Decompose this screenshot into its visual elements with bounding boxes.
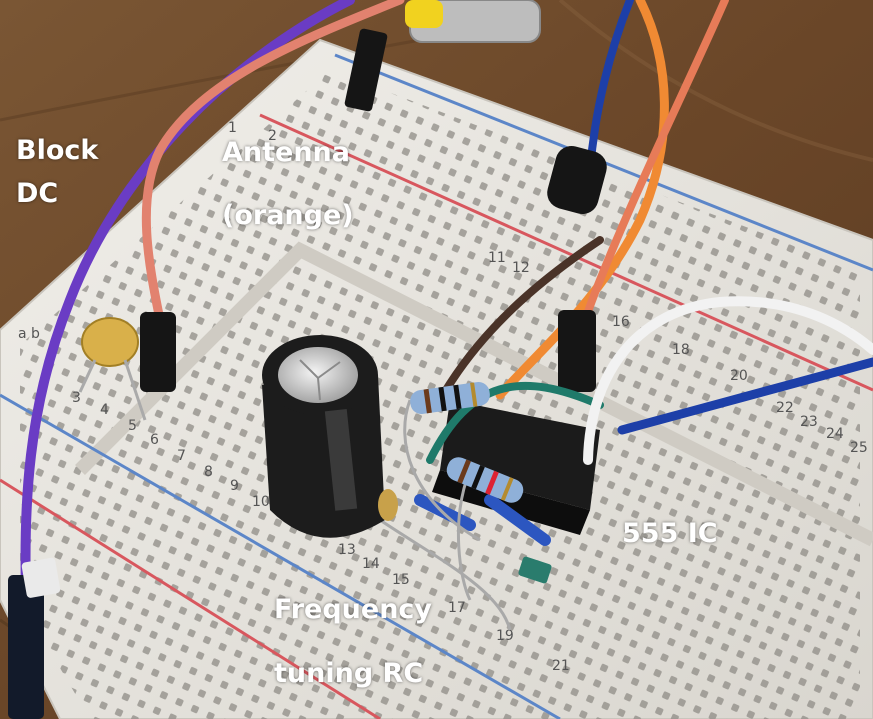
row-number: 5 [128,418,137,434]
wire-blue-top [586,0,634,174]
label-frequency-line1: Frequency [274,594,433,625]
wire-pink [141,0,405,325]
wire-blue-right [617,357,873,435]
row-number: 7 [177,448,186,464]
row-number: 2 [268,128,277,144]
row-number: 21 [552,658,570,674]
resistor-icon [410,381,490,415]
rail-red-top [259,113,873,392]
row-number: 15 [392,572,410,588]
salmon-wire-plug [558,310,596,392]
wire-blue-bottom [414,494,476,531]
row-number: 8 [204,464,213,480]
row-number: 16 [612,314,630,330]
row-number: 1 [228,120,237,136]
row-numbers: 1 2 3 4 5 6 7 8 9 10 11 12 13 14 15 16 1… [72,120,868,674]
electrolytic-capacitor-icon [262,335,398,538]
purple-wire-plug [8,575,44,719]
label-555-ic: 555 IC [622,518,718,549]
row-number: 11 [488,250,506,266]
wire-white [583,296,873,465]
row-number: 14 [362,556,380,572]
pink-wire-plug [140,312,176,392]
row-number: 9 [230,478,239,494]
label-antenna-line2: (orange) [222,200,354,231]
row-number: 20 [730,368,748,384]
label-frequency-line2: tuning RC [274,658,424,689]
top-jumper-plug [344,28,388,112]
row-number: 23 [800,414,818,430]
wire-green [426,381,604,464]
row-number: 24 [826,426,844,442]
small-capacitor [518,556,552,584]
board-letters: a b [18,326,40,342]
label-block-dc-line2: DC [16,178,59,209]
row-number: 19 [496,628,514,644]
breadboard [0,38,873,719]
rail-blue-bottom [0,393,561,719]
row-number: 6 [150,432,159,448]
row-number: 3 [72,390,81,406]
ceramic-capacitor-icon [78,317,147,421]
row-number: 12 [512,260,530,276]
wire-orange [495,0,669,400]
resistor-icon [446,457,524,503]
row-number: 18 [672,342,690,358]
row-number: 10 [252,494,270,510]
label-antenna-line1: Antenna [222,137,350,168]
wire-brown [436,236,604,404]
row-number: 4 [100,402,109,418]
blue-wire-plug [547,145,607,215]
row-number: 13 [338,542,356,558]
label-block-dc-line1: Block [16,135,99,166]
rail-red-bottom [0,478,381,719]
row-number: 22 [776,400,794,416]
row-number: 25 [850,440,868,456]
row-number: 17 [448,600,466,616]
